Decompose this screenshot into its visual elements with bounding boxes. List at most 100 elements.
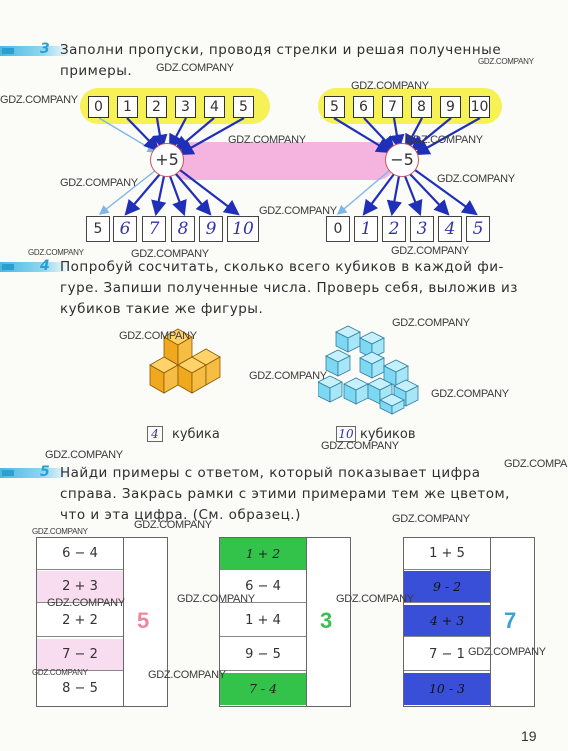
example-grid-3: 1 + 5 9 - 2 4 + 3 7 − 1 10 - 3 7 — [403, 537, 535, 707]
left-answer-box: 5 — [86, 216, 110, 242]
example-cell[interactable]: 1 + 2 — [220, 538, 306, 570]
watermark: GDZ.COMPANY — [119, 330, 197, 342]
left-top-box: 4 — [204, 96, 225, 118]
watermark: GDZ.COMPANY — [32, 668, 88, 677]
answer-column — [306, 538, 349, 706]
example-cell[interactable]: 6 − 4 — [37, 538, 123, 570]
example-grid-1: 6 − 4 2 + 3 2 + 2 7 − 2 8 − 5 5 — [36, 537, 168, 707]
right-answer-box: 5 — [466, 216, 490, 242]
cyan-count-box: 10 — [336, 426, 356, 442]
right-top-box: 7 — [382, 96, 403, 118]
watermark: GDZ.COMPANY — [321, 440, 399, 452]
left-answer-box: 8 — [171, 216, 195, 242]
orange-count-word: кубика — [172, 427, 220, 442]
page-number: 19 — [521, 728, 537, 744]
example-cell[interactable]: 4 + 3 — [404, 605, 490, 637]
task4-line-2: гуре. Запиши полученные числа. Проверь с… — [60, 280, 518, 296]
left-answer-box: 9 — [199, 216, 223, 242]
right-answer-box: 3 — [410, 216, 434, 242]
example-cell[interactable]: 9 - 2 — [404, 571, 490, 603]
example-cell[interactable]: 2 + 3 — [37, 571, 123, 603]
task4-line-3: кубиков такие же фигуры. — [60, 301, 264, 317]
task5-bar — [0, 468, 70, 478]
left-answer-box: 6 — [113, 216, 137, 242]
left-answer-box: 7 — [142, 216, 166, 242]
plus-five-operator: +5 — [150, 143, 184, 177]
task5-number: 5 — [40, 464, 50, 480]
example-cell[interactable]: 1 + 5 — [404, 538, 490, 570]
right-answer-box: 1 — [354, 216, 378, 242]
watermark: GDZ.COMPANY — [148, 669, 226, 681]
watermark: GDZ.COMPANY — [28, 248, 84, 257]
right-top-box: 8 — [411, 96, 432, 118]
right-top-box: 6 — [353, 96, 374, 118]
example-cell[interactable]: 2 + 2 — [37, 605, 123, 637]
task5-text: Найди примеры с ответом, который показыв… — [60, 463, 510, 526]
task3-line-2: примеры. — [60, 63, 133, 79]
cube — [335, 325, 361, 353]
minus-five-operator: −5 — [385, 143, 419, 177]
watermark: GDZ.COMPANY — [391, 245, 469, 257]
answer-digit: 5 — [137, 608, 150, 633]
watermark: GDZ.COMPANY — [47, 597, 125, 609]
answer-digit: 3 — [320, 608, 333, 633]
watermark: GDZ.COMPANY — [405, 134, 483, 146]
example-cell[interactable]: 6 − 4 — [220, 571, 306, 603]
task4-line-1: Попробуй сосчитать, сколько всего кубико… — [60, 259, 504, 275]
watermark: GDZ.COMPANY — [336, 593, 414, 605]
task5-line-2: справа. Закрась рамки с этими примерами … — [60, 486, 510, 502]
pink-band — [168, 142, 396, 180]
task3-line-1: Заполни пропуски, проводя стрелки и реша… — [60, 42, 502, 58]
cyan-count-word: кубиков — [360, 427, 416, 442]
example-cell[interactable]: 8 − 5 — [62, 681, 98, 696]
left-top-box: 5 — [233, 96, 254, 118]
watermark: GDZ.COMPANY — [392, 513, 470, 525]
example-cell[interactable]: 7 − 1 — [404, 639, 490, 671]
task4-bar — [0, 262, 70, 272]
watermark: GDZ.COMPANY — [177, 593, 255, 605]
watermark: GDZ.COMPANY — [45, 449, 123, 461]
right-top-box: 5 — [324, 96, 345, 118]
answer-digit: 7 — [504, 608, 517, 633]
orange-count-box: 4 — [147, 426, 163, 442]
watermark: GDZ.COMPANY — [259, 205, 337, 217]
watermark: GDZ.COMPANY — [32, 527, 88, 536]
left-top-box: 2 — [146, 96, 167, 118]
task4-text: Попробуй сосчитать, сколько всего кубико… — [60, 257, 518, 320]
watermark: GDZ.COMPANY — [131, 248, 209, 260]
left-top-box: 0 — [88, 96, 109, 118]
watermark: GDZ.COMPANY — [351, 80, 429, 92]
right-top-box: 10 — [469, 96, 490, 118]
example-cell[interactable]: 1 + 4 — [220, 605, 306, 637]
answer-column — [490, 538, 533, 706]
right-answer-box: 0 — [326, 216, 350, 242]
example-cell[interactable]: 9 − 5 — [220, 639, 306, 671]
example-cell[interactable]: 10 - 3 — [404, 673, 490, 705]
cyan-cube-figure — [318, 325, 419, 415]
task3-number: 3 — [40, 41, 50, 57]
task5-line-1: Найди примеры с ответом, который показыв… — [60, 465, 481, 481]
task4-number: 4 — [40, 258, 50, 274]
watermark: GDZ.COMPANY — [134, 519, 212, 531]
task3-text: Заполни пропуски, проводя стрелки и реша… — [60, 40, 501, 82]
watermark: GDZ.COMPANY — [60, 177, 138, 189]
watermark: GDZ.COMPANY — [504, 458, 568, 470]
example-cell[interactable]: 7 - 4 — [220, 673, 306, 705]
example-cell[interactable]: 7 − 2 — [37, 639, 123, 671]
watermark: GDZ.COMPANY — [0, 94, 78, 106]
watermark: GDZ.COMPANY — [468, 646, 546, 658]
example-grid-2: 1 + 2 6 − 4 1 + 4 9 − 5 7 - 4 3 — [219, 537, 351, 707]
task5-line-3: что и эта цифра. (См. образец.) — [60, 507, 301, 523]
watermark: GDZ.COMPANY — [392, 317, 470, 329]
watermark: GDZ.COMPANY — [249, 370, 327, 382]
left-top-box: 3 — [175, 96, 196, 118]
left-answer-box: 10 — [227, 216, 259, 242]
right-answer-box: 2 — [382, 216, 406, 242]
watermark: GDZ.COMPANY — [431, 388, 509, 400]
right-answer-box: 4 — [438, 216, 462, 242]
watermark: GDZ.COMPANY — [156, 62, 234, 74]
left-top-box: 1 — [117, 96, 138, 118]
answer-column — [123, 538, 166, 706]
watermark: GDZ.COMPANY — [478, 57, 534, 66]
task3-bar — [0, 46, 70, 56]
